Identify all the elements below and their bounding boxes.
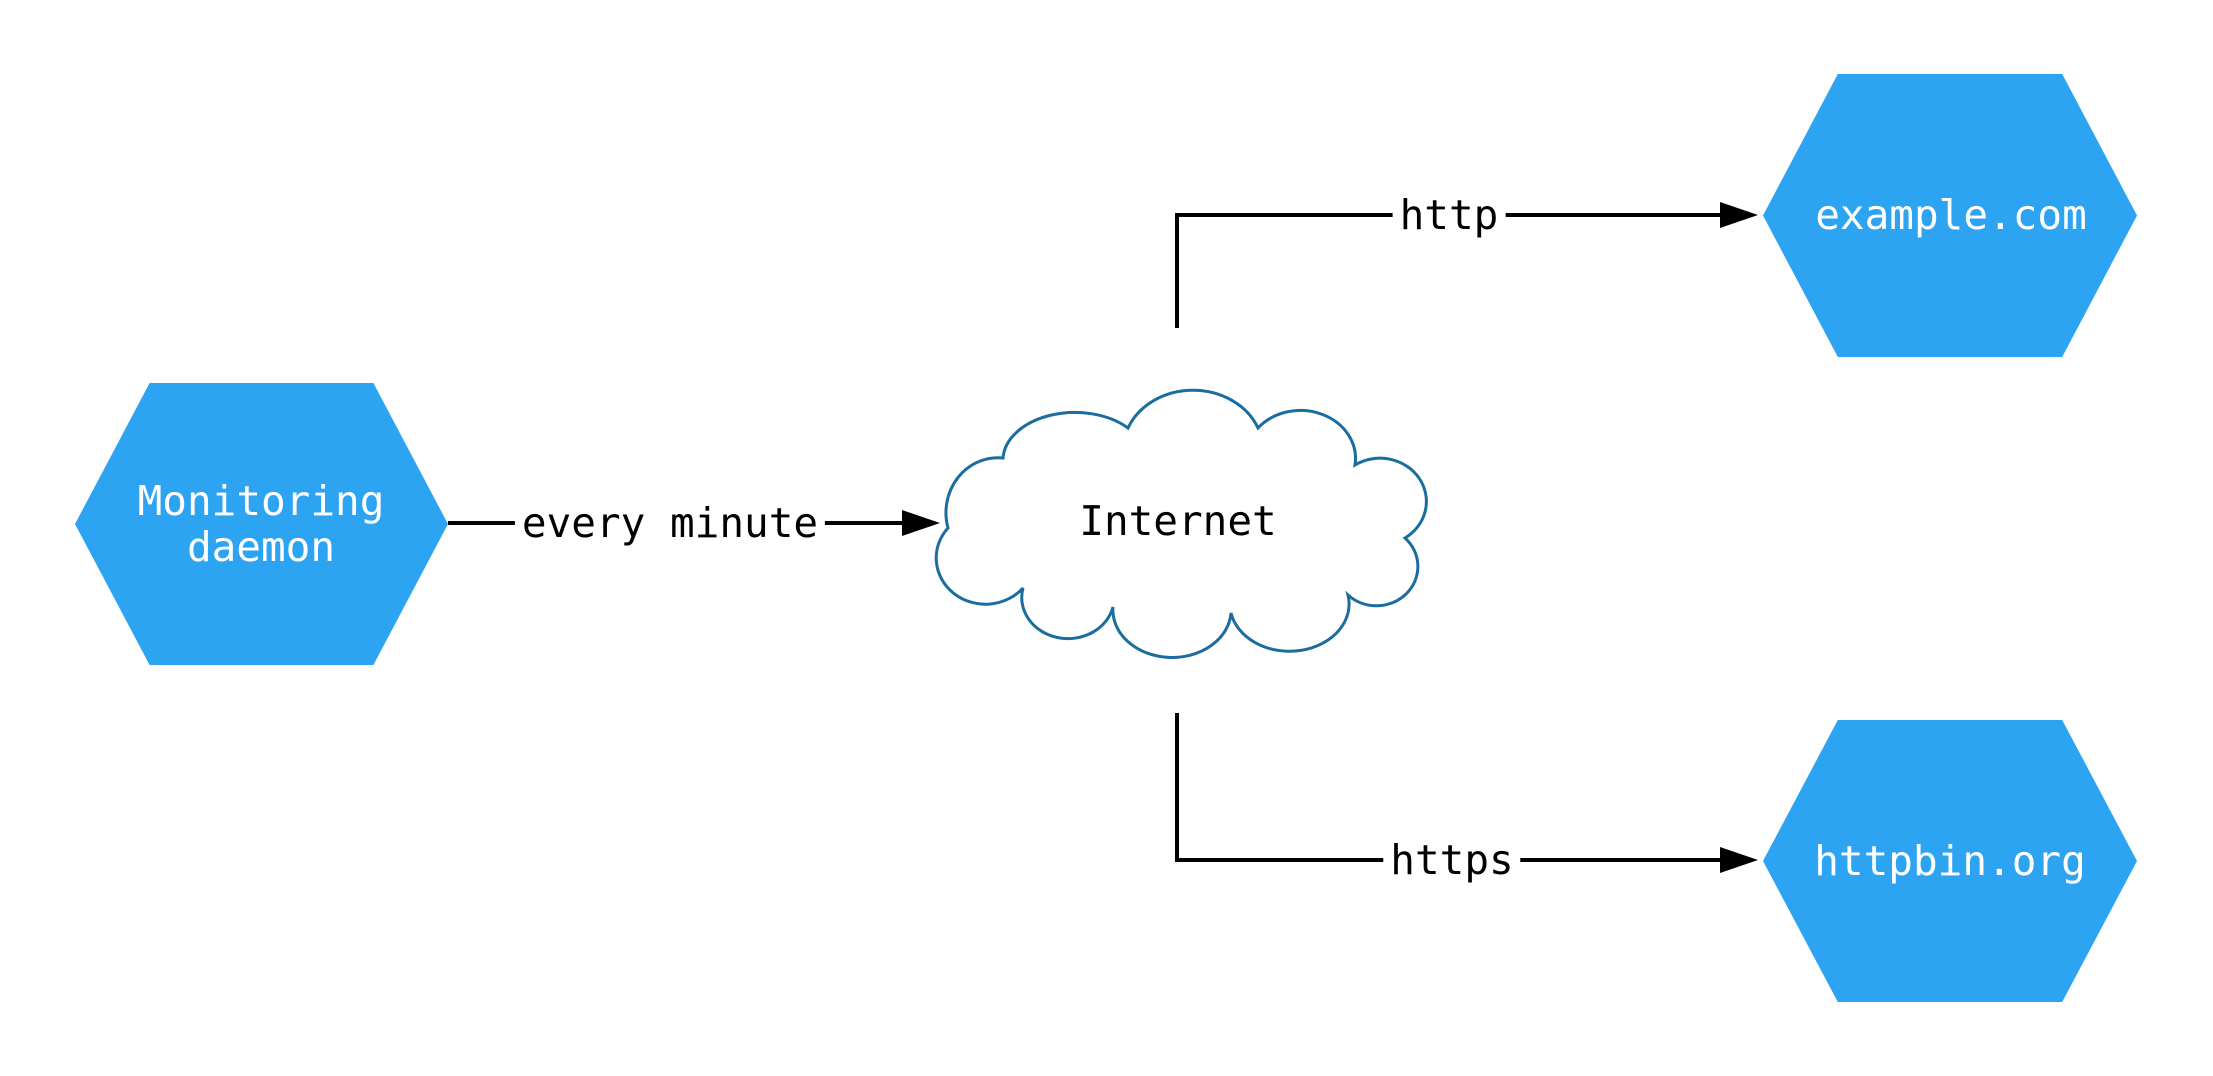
node-label-httpbin-org: httpbin.org <box>1814 837 2086 885</box>
node-label-monitoring-daemon-line1: Monitoring <box>137 477 385 525</box>
arrowhead-to-internet-icon <box>902 510 940 536</box>
node-monitoring-daemon <box>75 383 448 665</box>
node-label-monitoring-daemon-line2: daemon <box>186 523 336 571</box>
node-label-monitoring-daemon: Monitoring daemon <box>138 478 385 570</box>
node-label-internet: Internet <box>1079 497 1277 545</box>
edge-label-http: http <box>1392 191 1506 239</box>
arrowhead-to-example-icon <box>1720 202 1758 228</box>
edge-label-https: https <box>1383 836 1521 884</box>
node-label-example-com: example.com <box>1815 191 2087 239</box>
internet-cloud-shape <box>934 388 1428 660</box>
node-example-com <box>1763 74 2137 357</box>
edge-internet-to-httpbin <box>1175 713 1720 862</box>
edge-internet-to-example <box>1175 213 1720 328</box>
edge-label-every-minute: every minute <box>514 499 826 547</box>
node-httpbin-org <box>1763 720 2137 1002</box>
arrowhead-to-httpbin-icon <box>1720 847 1758 873</box>
